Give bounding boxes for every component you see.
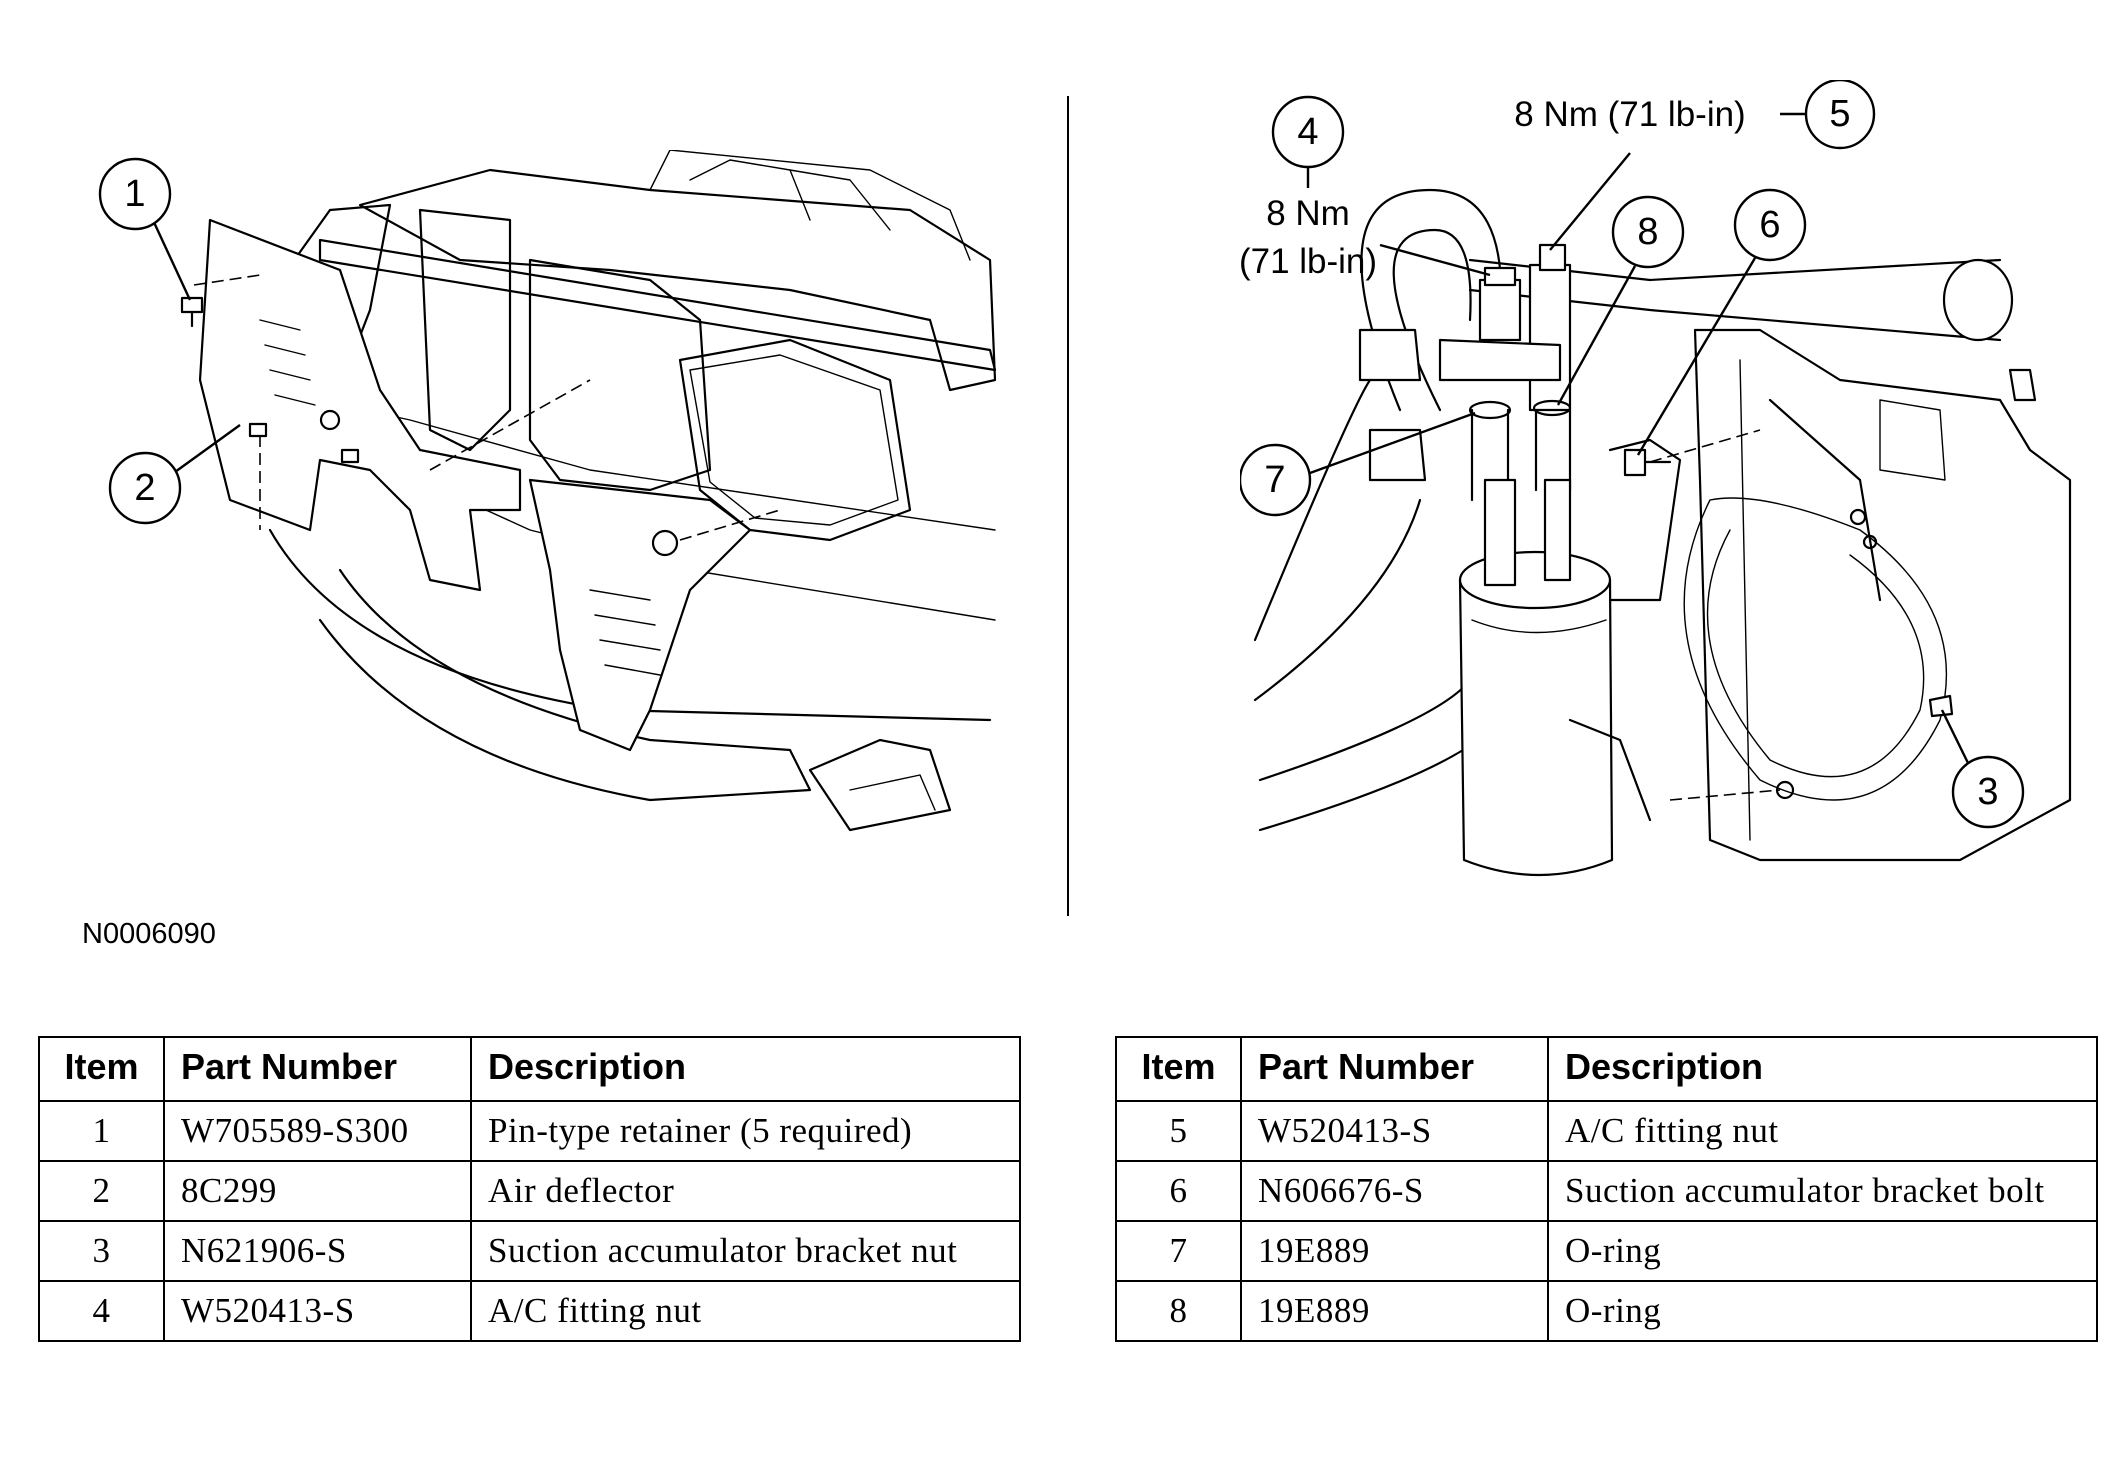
air-deflector-part xyxy=(198,218,752,752)
callout-2: 2 xyxy=(108,451,182,525)
callout-4: 4 xyxy=(1271,95,1345,169)
pin-retainer-part xyxy=(180,296,360,464)
fitting-assembly-drawing xyxy=(1438,243,1572,502)
accumulator-bracket-drawing xyxy=(1568,438,1682,822)
header-item: Item xyxy=(1115,1036,1242,1102)
torque-spec-4-line1: 8 Nm xyxy=(1266,194,1350,233)
cell-part-number: W705589-S300 xyxy=(163,1100,472,1162)
torque-spec-4-line2: (71 lb-in) xyxy=(1240,242,1377,281)
svg-text:5: 5 xyxy=(1829,93,1850,135)
table-row: 8 19E889 O-ring xyxy=(1115,1280,2098,1342)
torque-spec-5: 8 Nm (71 lb-in) xyxy=(1514,95,1745,134)
cell-description: Pin-type retainer (5 required) xyxy=(470,1100,1021,1162)
parts-table-right: Item Part Number Description 5 W520413-S… xyxy=(1115,1036,2098,1342)
suction-accumulator-part xyxy=(1458,478,1614,877)
callout-5: 5 xyxy=(1804,80,1876,150)
header-item: Item xyxy=(38,1036,165,1102)
cell-part-number: N606676-S xyxy=(1240,1160,1549,1222)
parts-table-left: Item Part Number Description 1 W705589-S… xyxy=(38,1036,1021,1342)
table-row: 6 N606676-S Suction accumulator bracket … xyxy=(1115,1160,2098,1222)
fender-panel-drawing xyxy=(1683,328,2072,862)
callout-8: 8 xyxy=(1611,195,1685,269)
header-description: Description xyxy=(470,1036,1021,1102)
table-row: 1 W705589-S300 Pin-type retainer (5 requ… xyxy=(38,1100,1021,1162)
suction-accumulator-illustration: 4 8 Nm (71 lb-in) 8 Nm (71 lb-in) 5 8 6 … xyxy=(1240,80,2072,877)
table-row: 5 W520413-S A/C fitting nut xyxy=(1115,1100,2098,1162)
svg-text:4: 4 xyxy=(1297,111,1318,153)
cell-description: A/C fitting nut xyxy=(470,1280,1021,1342)
table-row: 4 W520413-S A/C fitting nut xyxy=(38,1280,1021,1342)
cell-item: 5 xyxy=(1115,1100,1242,1162)
air-deflector-illustration: 1 2 xyxy=(98,150,997,832)
table-row: 2 8C299 Air deflector xyxy=(38,1160,1021,1222)
callout-6: 6 xyxy=(1733,188,1807,262)
cell-part-number: 19E889 xyxy=(1240,1280,1549,1342)
table-header-row: Item Part Number Description xyxy=(38,1036,1021,1102)
table-row: 3 N621906-S Suction accumulator bracket … xyxy=(38,1220,1021,1282)
cell-part-number: N621906-S xyxy=(163,1220,472,1282)
cell-description: Suction accumulator bracket bolt xyxy=(1547,1160,2098,1222)
cell-item: 1 xyxy=(38,1100,165,1162)
svg-text:3: 3 xyxy=(1977,771,1998,813)
cell-part-number: 8C299 xyxy=(163,1160,472,1222)
cell-part-number: 19E889 xyxy=(1240,1220,1549,1282)
ac-lines-drawing xyxy=(1253,188,2014,832)
cell-description: O-ring xyxy=(1547,1280,2098,1342)
cell-item: 4 xyxy=(38,1280,165,1342)
callout-1: 1 xyxy=(98,157,172,231)
cell-description: Air deflector xyxy=(470,1160,1021,1222)
cell-description: O-ring xyxy=(1547,1220,2098,1282)
svg-text:6: 6 xyxy=(1759,204,1780,246)
cell-part-number: W520413-S xyxy=(1240,1100,1549,1162)
cell-item: 8 xyxy=(1115,1280,1242,1342)
cell-item: 6 xyxy=(1115,1160,1242,1222)
table-row: 7 19E889 O-ring xyxy=(1115,1220,2098,1282)
cell-item: 3 xyxy=(38,1220,165,1282)
header-description: Description xyxy=(1547,1036,2098,1102)
figure-id: N0006090 xyxy=(82,918,216,950)
table-header-row: Item Part Number Description xyxy=(1115,1036,2098,1102)
header-part-number: Part Number xyxy=(1240,1036,1549,1102)
cell-item: 7 xyxy=(1115,1220,1242,1282)
callout-7: 7 xyxy=(1240,443,1312,517)
svg-text:8: 8 xyxy=(1637,211,1658,253)
cell-item: 2 xyxy=(38,1160,165,1222)
callout-3: 3 xyxy=(1951,755,2025,829)
svg-text:7: 7 xyxy=(1264,459,1285,501)
cell-description: A/C fitting nut xyxy=(1547,1100,2098,1162)
figure-divider xyxy=(1067,96,1069,916)
svg-text:1: 1 xyxy=(124,173,145,215)
cell-description: Suction accumulator bracket nut xyxy=(470,1220,1021,1282)
header-part-number: Part Number xyxy=(163,1036,472,1102)
svg-text:2: 2 xyxy=(134,467,155,509)
cell-part-number: W520413-S xyxy=(163,1280,472,1342)
